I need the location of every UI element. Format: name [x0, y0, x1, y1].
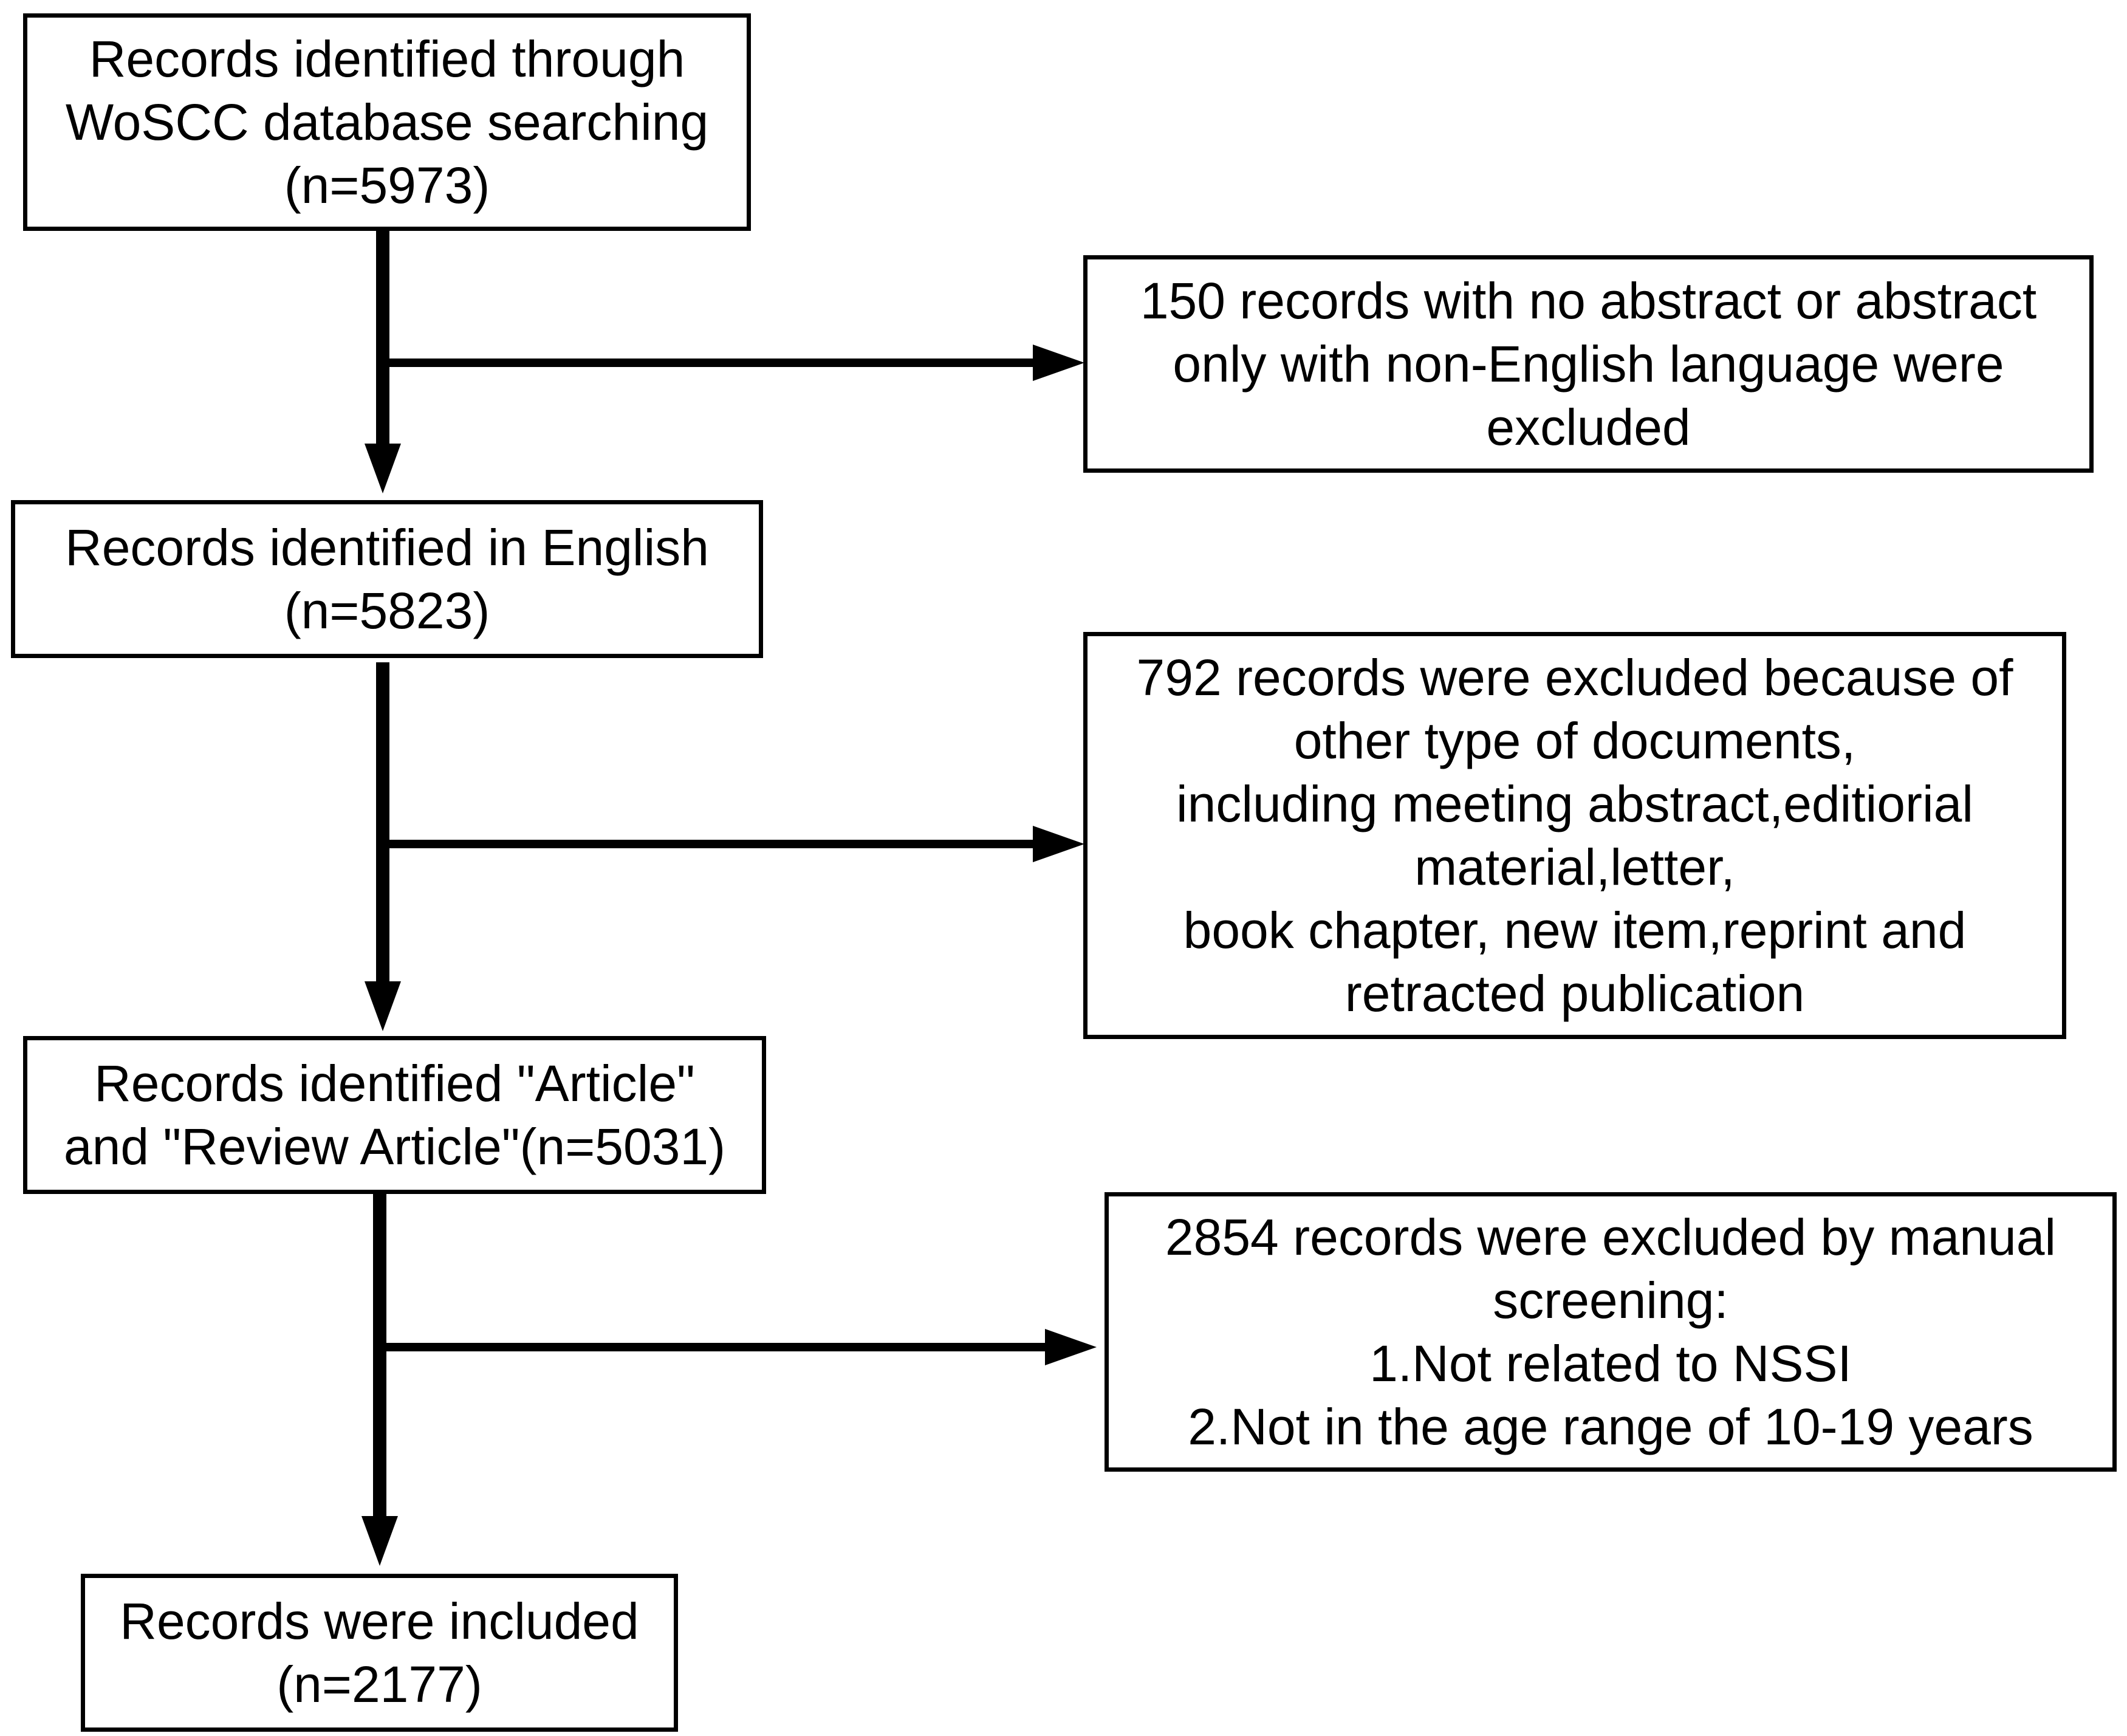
arrow-stage2-to-stage3-head [365, 981, 401, 1031]
main-flow-arrows [361, 231, 401, 1566]
exclusion-box-2-line-3: including meeting abstract,editiorial [1176, 775, 1974, 832]
exclusion-arrows [380, 345, 1097, 1365]
exclusion-box-2-line-6: retracted publication [1344, 965, 1805, 1022]
exclusion-box-1-line-3: excluded [1486, 399, 1691, 456]
stage-box-identified-line-2: WoSCC database searching [65, 94, 709, 151]
stage-box-identified-line-3: (n=5973) [284, 157, 490, 214]
arrow-to-exclusion-3-head [1045, 1329, 1097, 1365]
stage-box-english-line-2: (n=5823) [284, 582, 490, 639]
exclusion-box-3-line-2: screening: [1493, 1272, 1728, 1329]
stage-box-identified-line-1: Records identified through [89, 30, 685, 87]
arrow-to-exclusion-1-head [1033, 345, 1084, 381]
exclusion-box-2-line-4: material,letter, [1414, 839, 1735, 896]
exclusion-box-3-line-4: 2.Not in the age range of 10-19 years [1188, 1398, 2033, 1455]
exclusion-box-2-line-2: other type of documents, [1293, 712, 1856, 769]
exclusion-box-1-line-2: only with non-English language were [1173, 335, 2004, 393]
exclusion-box-1-line-1: 150 records with no abstract or abstract [1140, 272, 2037, 329]
exclusion-box-2-line-1: 792 records were excluded because of [1136, 649, 2013, 706]
stage-box-article-line-1: Records identified "Article" [94, 1055, 695, 1112]
arrow-to-exclusion-2-head [1033, 826, 1084, 862]
exclusion-box-1: 150 records with no abstract or abstract… [1083, 255, 2094, 473]
stage-box-english-line-1: Records identified in English [65, 519, 709, 576]
arrow-stage3-to-stage4-head [361, 1516, 398, 1566]
stage-box-english: Records identified in English (n=5823) [11, 500, 763, 658]
exclusion-box-3-line-3: 1.Not related to NSSI [1369, 1335, 1852, 1392]
exclusion-box-2: 792 records were excluded because of oth… [1083, 632, 2066, 1039]
stage-box-included-line-2: (n=2177) [276, 1656, 482, 1713]
exclusion-box-2-line-5: book chapter, new item,reprint and [1183, 902, 1967, 959]
stage-box-article: Records identified "Article" and "Review… [23, 1036, 766, 1194]
exclusion-box-3-line-1: 2854 records were excluded by manual [1165, 1209, 2057, 1266]
exclusion-box-3: 2854 records were excluded by manual scr… [1105, 1192, 2117, 1472]
stage-box-article-line-2: and "Review Article"(n=5031) [63, 1118, 726, 1175]
stage-box-included-line-1: Records were included [120, 1593, 639, 1650]
arrow-stage1-to-stage2-head [365, 444, 401, 493]
stage-box-identified: Records identified through WoSCC databas… [23, 13, 751, 231]
stage-box-included: Records were included (n=2177) [81, 1574, 678, 1732]
